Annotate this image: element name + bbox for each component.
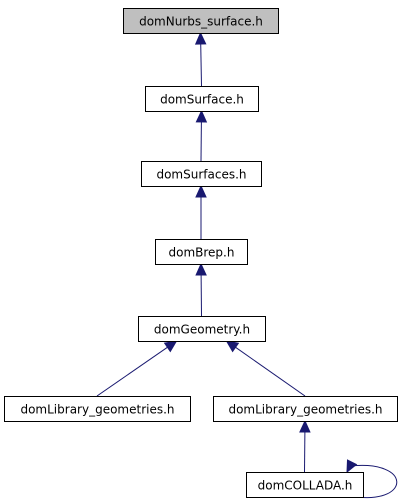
node-domSurfaces[interactable]: domSurfaces.h <box>141 161 262 187</box>
edge-domLibrary_geometries_b-to-domGeometry <box>225 340 306 397</box>
edge-arrowhead <box>194 31 207 45</box>
node-label: domSurface.h <box>160 93 244 107</box>
node-label: domGeometry.h <box>154 323 250 337</box>
node-domLibrary_geometries_b[interactable]: domLibrary_geometries.h <box>213 396 398 422</box>
edge-domBrep-to-domSurfaces <box>195 184 207 239</box>
node-box[interactable] <box>138 316 266 342</box>
node-box[interactable] <box>4 396 191 422</box>
node-box[interactable] <box>246 472 364 498</box>
node-domLibrary_geometries_a[interactable]: domLibrary_geometries.h <box>4 396 191 422</box>
edges-layer <box>96 31 398 499</box>
node-label: domLibrary_geometries.h <box>20 403 174 417</box>
edge-line <box>200 42 202 87</box>
node-domCOLLADA[interactable]: domCOLLADA.h <box>246 472 364 498</box>
edge-domSurfaces-to-domSurface <box>195 109 208 162</box>
edge-arrowhead <box>195 184 207 198</box>
self-loop-arrowhead <box>346 459 358 474</box>
edge-domCOLLADA-to-domCOLLADA <box>346 459 398 499</box>
node-label: domSurfaces.h <box>156 168 246 182</box>
edge-domCOLLADA-to-domLibrary_geometries_b <box>299 419 311 473</box>
node-domNurbs_surface[interactable]: domNurbs_surface.h <box>123 8 279 34</box>
node-box[interactable] <box>145 86 259 112</box>
edge-arrowhead <box>195 262 207 276</box>
node-label: domLibrary_geometries.h <box>228 403 382 417</box>
edge-domGeometry-to-domBrep <box>195 262 207 317</box>
node-box[interactable] <box>213 396 398 422</box>
node-domBrep[interactable]: domBrep.h <box>155 239 248 265</box>
edge-arrowhead <box>225 340 240 353</box>
nodes-layer: domNurbs_surface.h domSurface.h domSurface… <box>4 8 398 498</box>
edge-line <box>96 346 169 397</box>
edge-domLibrary_geometries_a-to-domGeometry <box>96 340 178 397</box>
node-domGeometry[interactable]: domGeometry.h <box>138 316 266 342</box>
edge-arrowhead <box>299 419 311 433</box>
node-box[interactable] <box>155 239 248 265</box>
node-label: domNurbs_surface.h <box>139 15 263 29</box>
self-loop-line <box>350 464 398 499</box>
node-label: domCOLLADA.h <box>258 479 353 493</box>
edge-line <box>234 346 306 397</box>
node-label: domBrep.h <box>169 246 235 260</box>
edge-arrowhead <box>163 340 178 353</box>
node-box[interactable] <box>141 161 262 187</box>
node-domSurface[interactable]: domSurface.h <box>145 86 259 112</box>
edge-domSurface-to-domNurbs_surface <box>194 31 207 87</box>
edge-arrowhead <box>195 109 208 123</box>
node-box[interactable] <box>123 8 279 34</box>
